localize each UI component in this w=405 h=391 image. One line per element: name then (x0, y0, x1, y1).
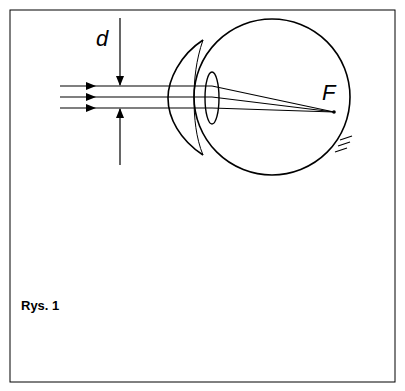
eyeball (194, 19, 350, 175)
frame (10, 10, 395, 382)
light-rays (60, 86, 334, 112)
figure-caption: Rys. 1 (21, 299, 59, 312)
dimension-arrows (119, 18, 120, 165)
optic-nerve (335, 136, 352, 152)
symbol-label: F (322, 82, 335, 104)
focal-point (332, 110, 336, 114)
symbol-label: d (96, 28, 108, 50)
